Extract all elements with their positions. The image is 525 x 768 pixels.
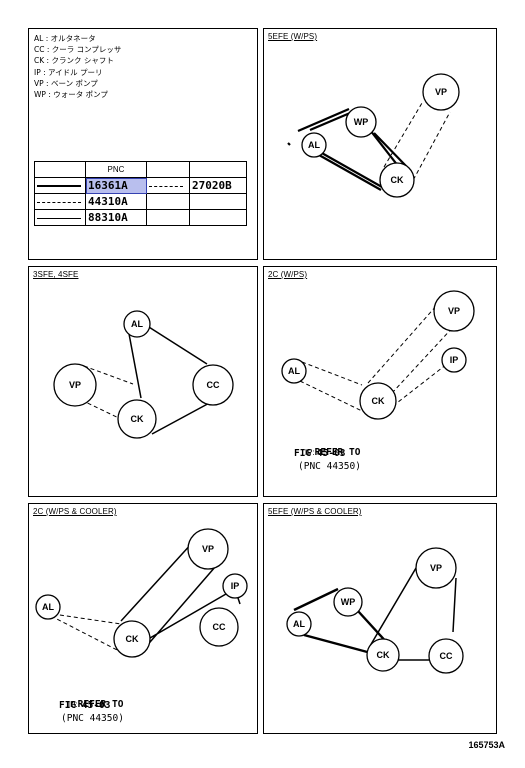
pulley-cc bbox=[199, 607, 239, 647]
pnc-88310a[interactable]: 88310A bbox=[85, 209, 147, 226]
pulley-label: CK bbox=[372, 396, 385, 406]
panel-title: 2C (W/PS & COOLER) bbox=[33, 507, 117, 516]
pnc-27020b[interactable]: 27020B bbox=[189, 177, 247, 194]
pulley-vp bbox=[415, 547, 457, 589]
figure-number: 165753A bbox=[468, 740, 505, 750]
pulley-label: VP bbox=[202, 544, 214, 554]
legend-item-cc: CC : クーラ コンプレッサ bbox=[34, 45, 122, 55]
legend-item-vp: VP : ベーン ポンプ bbox=[34, 78, 98, 88]
diagram-2c-ps-cooler: 2C (W/PS & COOLER) AL CK VP IP CC IP:REF… bbox=[28, 503, 258, 734]
belt-diagram: AL WP CK VP bbox=[287, 73, 460, 198]
panel-title: 5EFE (W/PS) bbox=[268, 32, 318, 41]
pulley-al bbox=[286, 611, 312, 637]
pnc-header: PNC bbox=[85, 161, 147, 178]
diagram-3sfe-4sfe: 3SFE, 4SFE AL VP CK CC bbox=[28, 266, 258, 497]
refer-note-fig: FIG 45-03 bbox=[59, 700, 111, 711]
pulley-al bbox=[301, 132, 327, 158]
pnc-table: PNC 16361A 27020B 44310A 88310A bbox=[34, 161, 247, 226]
pulley-label: IP bbox=[231, 581, 240, 591]
pulley-ck bbox=[117, 399, 157, 439]
pulley-al bbox=[281, 358, 307, 384]
panel-title: 2C (W/PS) bbox=[268, 270, 308, 279]
belt-line-dashed bbox=[146, 177, 190, 194]
pulley-wp bbox=[345, 106, 377, 138]
pulley-label: WP bbox=[341, 597, 356, 607]
pulley-label: AL bbox=[288, 366, 300, 376]
refer-note-pnc: (PNC 44350) bbox=[298, 461, 361, 472]
refer-note: IP:REFER TO bbox=[304, 447, 361, 458]
pulley-wp bbox=[333, 587, 363, 617]
pulley-al bbox=[123, 310, 151, 338]
pulley-label: AL bbox=[42, 602, 54, 612]
pulley-label: WP bbox=[354, 117, 369, 127]
pulley-label: AL bbox=[308, 140, 320, 150]
belt-line-dashed bbox=[34, 193, 86, 210]
legend-item-ip: IP : アイドル プーリ bbox=[34, 67, 103, 77]
pulley-vp bbox=[53, 363, 97, 407]
legend-item-ck: CK : クランク シャフト bbox=[34, 56, 114, 66]
pulley-label: AL bbox=[293, 619, 305, 629]
pulley-label: CK bbox=[131, 414, 144, 424]
pulley-label: CC bbox=[207, 380, 220, 390]
panel-title: 5EFE (W/PS & COOLER) bbox=[268, 507, 362, 516]
pulley-label: CC bbox=[213, 622, 226, 632]
pulley-ck bbox=[359, 382, 397, 420]
belt-line-solid bbox=[34, 177, 86, 194]
table-row[interactable]: 44310A bbox=[34, 193, 247, 210]
pulley-label: AL bbox=[131, 319, 143, 329]
pulley-label: VP bbox=[435, 87, 447, 97]
pulley-label: VP bbox=[430, 563, 442, 573]
panel-title: 3SFE, 4SFE bbox=[33, 270, 79, 279]
pulley-vp bbox=[433, 290, 475, 332]
belt-diagram: AL WP CK VP CC bbox=[286, 547, 464, 674]
pulley-cc bbox=[192, 364, 234, 406]
pulley-ck bbox=[366, 638, 400, 672]
pulley-ck bbox=[113, 620, 151, 658]
table-row[interactable]: 88310A bbox=[34, 209, 247, 226]
pulley-label: CK bbox=[126, 634, 139, 644]
diagram-5efe-ps: 5EFE (W/PS) AL WP CK VP bbox=[263, 28, 497, 260]
belt-diagram: AL VP CK CC bbox=[53, 310, 234, 439]
refer-note: IP:REFER TO bbox=[67, 699, 124, 710]
pulley-vp bbox=[187, 528, 229, 570]
pulley-label: CK bbox=[377, 650, 390, 660]
table-row[interactable]: 16361A 27020B bbox=[34, 177, 247, 194]
pulley-label: VP bbox=[448, 306, 460, 316]
diagram-5efe-ps-cooler: 5EFE (W/PS & COOLER) AL WP CK VP CC bbox=[263, 503, 497, 734]
legend-panel: AL : オルタネータ CC : クーラ コンプレッサ CK : クランク シャ… bbox=[28, 28, 258, 260]
pulley-label: IP bbox=[450, 355, 459, 365]
pulley-label: VP bbox=[69, 380, 81, 390]
pulley-ip bbox=[222, 573, 248, 599]
pulley-cc bbox=[428, 638, 464, 674]
belt-diagram: AL CK VP IP bbox=[281, 290, 475, 420]
pulley-al bbox=[35, 594, 61, 620]
belt-diagram: AL CK VP IP CC bbox=[35, 528, 248, 658]
refer-note-pnc: (PNC 44350) bbox=[61, 713, 124, 724]
pnc-16361a[interactable]: 16361A bbox=[85, 177, 147, 194]
legend-item-wp: WP : ウォータ ポンプ bbox=[34, 90, 108, 100]
pulley-label: CC bbox=[440, 651, 453, 661]
legend-item-al: AL : オルタネータ bbox=[34, 34, 96, 43]
pulley-ip bbox=[441, 347, 467, 373]
abbreviation-legend: AL : オルタネータ CC : クーラ コンプレッサ CK : クランク シャ… bbox=[34, 33, 121, 100]
diagram-2c-ps: 2C (W/PS) AL CK VP IP IP:REFER TO FIG 45… bbox=[263, 266, 497, 497]
refer-note-fig: FIG 45-03 bbox=[294, 448, 346, 459]
pnc-44310a[interactable]: 44310A bbox=[85, 193, 147, 210]
belt-line-thin bbox=[34, 209, 86, 226]
pulley-ck bbox=[379, 162, 415, 198]
pulley-vp bbox=[422, 73, 460, 111]
pulley-label: CK bbox=[391, 175, 404, 185]
